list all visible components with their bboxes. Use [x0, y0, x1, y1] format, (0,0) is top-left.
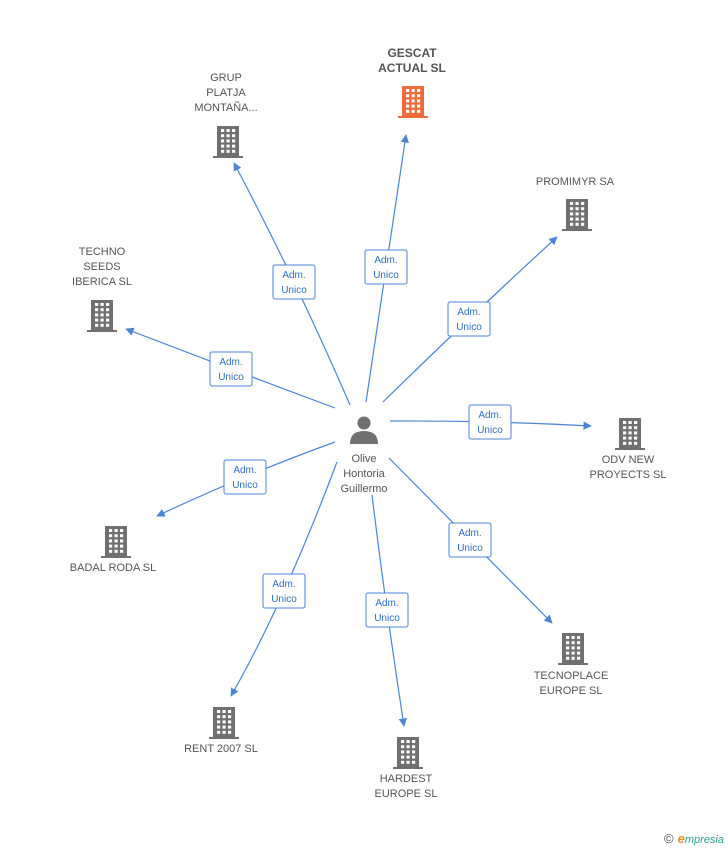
node-label-line: SEEDS: [83, 261, 120, 273]
edge-label-line: Unico: [271, 594, 297, 605]
building-icon[interactable]: [101, 526, 131, 558]
edge-label-promimyr[interactable]: Adm. Unico: [447, 301, 491, 337]
edge-label-techno[interactable]: Adm. Unico: [209, 351, 253, 387]
building-icon[interactable]: [398, 86, 428, 118]
node-label-odv[interactable]: ODV NEW PROYECTS SL: [589, 454, 666, 481]
center-label-line: Hontoria: [343, 468, 385, 480]
node-label-line: EUROPE SL: [540, 685, 603, 697]
building-icon[interactable]: [87, 300, 117, 332]
building-icon[interactable]: [558, 633, 588, 665]
edge-label-line: Adm.: [375, 598, 398, 609]
node-label-hardest[interactable]: HARDEST EUROPE SL: [375, 773, 438, 800]
edge-label-line: Unico: [374, 613, 400, 624]
building-icon[interactable]: [213, 126, 243, 158]
node-label-tecnoplace[interactable]: TECNOPLACE EUROPE SL: [534, 670, 609, 697]
edge-label-line: Adm.: [457, 307, 480, 318]
empresia-brand[interactable]: ©empresia: [664, 831, 724, 846]
edge-label-line: Adm.: [458, 528, 481, 539]
node-label-line: EUROPE SL: [375, 788, 438, 800]
node-label-line: PROMIMYR SA: [536, 176, 615, 188]
center-label-line: Guillermo: [340, 483, 387, 495]
node-label-line: RENT 2007 SL: [184, 743, 258, 755]
edge-label-line: Adm.: [282, 270, 305, 281]
edge-label-gescat[interactable]: Adm. Unico: [364, 249, 408, 285]
edge-label-line: Unico: [373, 270, 399, 281]
empresia-logo-text: mpresia: [684, 834, 724, 846]
edge-label-line: Adm.: [233, 465, 256, 476]
node-label-rent[interactable]: RENT 2007 SL: [184, 743, 258, 755]
node-label-line: TECNOPLACE: [534, 670, 609, 682]
edge-label-line: Unico: [281, 285, 307, 296]
node-label-grup[interactable]: GRUP PLATJA MONTAÑA...: [194, 72, 257, 114]
center-label-line: Olive: [351, 453, 376, 465]
node-label-line: GRUP: [210, 72, 242, 84]
building-icon[interactable]: [209, 707, 239, 739]
node-label-line: BADAL RODA SL: [70, 562, 156, 574]
edge-label-line: Unico: [457, 543, 483, 554]
node-label-badal[interactable]: BADAL RODA SL: [70, 562, 156, 574]
edge-label-line: Adm.: [272, 579, 295, 590]
building-icon[interactable]: [615, 418, 645, 450]
edge-label-line: Unico: [218, 372, 244, 383]
node-label-techno[interactable]: TECHNO SEEDS IBERICA SL: [72, 246, 132, 288]
edge-label-line: Adm.: [374, 255, 397, 266]
node-label-line: ACTUAL SL: [378, 61, 446, 75]
edge-label-rent[interactable]: Adm. Unico: [262, 573, 306, 609]
edge-label-odv[interactable]: Adm. Unico: [468, 404, 512, 440]
node-label-line: PROYECTS SL: [589, 469, 666, 481]
edge-label-line: Unico: [232, 480, 258, 491]
building-icon[interactable]: [562, 199, 592, 231]
node-label-line: TECHNO: [79, 246, 126, 258]
node-label-promimyr[interactable]: PROMIMYR SA: [536, 176, 615, 188]
node-label-line: HARDEST: [380, 773, 433, 785]
node-label-line: MONTAÑA...: [194, 101, 257, 114]
edge-label-line: Unico: [456, 322, 482, 333]
edge-label-line: Adm.: [219, 357, 242, 368]
copyright-symbol: ©: [664, 831, 674, 846]
edge-label-tecnoplace[interactable]: Adm. Unico: [448, 522, 492, 558]
node-label-line: IBERICA SL: [72, 276, 132, 288]
empresia-logo-e: e: [677, 831, 685, 846]
edge-label-hardest[interactable]: Adm. Unico: [365, 592, 409, 628]
edge-label-badal[interactable]: Adm. Unico: [223, 459, 267, 495]
node-label-line: ODV NEW: [602, 454, 655, 466]
node-label-line: PLATJA: [206, 87, 246, 99]
edge-label-grup[interactable]: Adm. Unico: [272, 264, 316, 300]
node-label-line: GESCAT: [387, 46, 437, 60]
person-icon[interactable]: [350, 416, 378, 445]
edge-label-line: Unico: [477, 425, 503, 436]
building-icon[interactable]: [393, 737, 423, 769]
edge-label-line: Adm.: [478, 410, 501, 421]
